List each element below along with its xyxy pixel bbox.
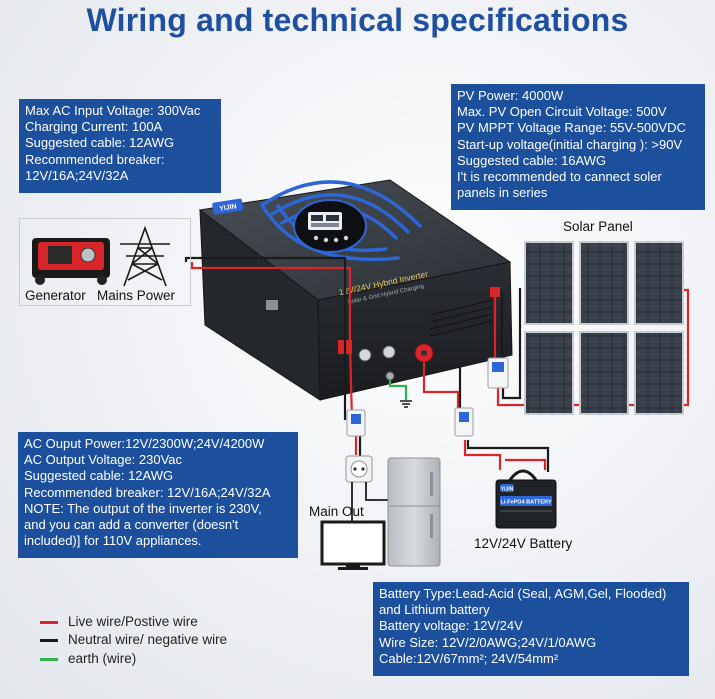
legend-earth: earth (wire) bbox=[40, 651, 136, 666]
ac-input-line: Recommended breaker: bbox=[25, 151, 165, 167]
ac-input-line: Suggested cable: 12AWG bbox=[25, 135, 175, 151]
pv-line: Suggested cable: 16AWG bbox=[457, 152, 607, 168]
ac-source-card bbox=[19, 218, 191, 306]
ac-output-line: NOTE: The output of the inverter is 230V… bbox=[24, 500, 262, 516]
ac-input-line: Max AC Input Voltage: 300Vac bbox=[25, 103, 201, 118]
breaker-ac-output bbox=[346, 409, 366, 437]
page-title: Wiring and technical specifications bbox=[86, 2, 629, 38]
generator-label: Generator bbox=[25, 288, 86, 303]
earth-wire-swatch bbox=[40, 657, 58, 661]
battery-brand: YIJIN bbox=[501, 487, 514, 493]
legend-neutral-label: Neutral wire/ negative wire bbox=[68, 632, 228, 647]
ac-output-spec-box: AC Ouput Power:12V/2300W;24V/4200W AC Ou… bbox=[18, 432, 298, 558]
battery-label-text: Li-FePO4 BATTERY bbox=[500, 500, 551, 506]
breaker-pv bbox=[487, 357, 509, 389]
hybrid-inverter: YIJIN 12V/24V Hybrid Inverter Solar & Gr… bbox=[198, 179, 513, 401]
ac-output-line: Recommended breaker: 12V/16A;24V/32A bbox=[24, 484, 271, 500]
ground-symbol bbox=[400, 400, 412, 408]
battery-line: Battery voltage: 12V/24V bbox=[379, 618, 523, 634]
pv-line: PV Power: 4000W bbox=[457, 88, 564, 103]
battery-line: and Lithium battery bbox=[379, 602, 490, 618]
refrigerator-icon bbox=[387, 457, 441, 567]
pv-line: Max. PV Open Circuit Voltage: 500V bbox=[457, 104, 667, 120]
legend-neutral: Neutral wire/ negative wire bbox=[40, 632, 227, 647]
mains-power-label: Mains Power bbox=[97, 288, 176, 303]
power-pylon-icon bbox=[120, 225, 170, 287]
pv-line: I't is recommended to cannect soler bbox=[457, 169, 662, 185]
battery-label: 12V/24V Battery bbox=[474, 536, 573, 551]
neutral-wire-swatch bbox=[40, 638, 58, 642]
legend-live-label: Live wire/Postive wire bbox=[68, 614, 198, 629]
main-out-label: Main Out bbox=[309, 504, 364, 519]
generator-icon bbox=[32, 238, 110, 285]
ac-input-line: Charging Current: 100A bbox=[25, 119, 163, 135]
legend-live: Live wire/Postive wire bbox=[40, 614, 198, 629]
live-wire-swatch bbox=[40, 620, 58, 624]
ac-output-line: AC Output Voltage: 230Vac bbox=[24, 452, 183, 468]
monitor-icon bbox=[320, 520, 386, 570]
battery-spec-box: Battery Type:Lead-Acid (Seal, AGM,Gel, F… bbox=[373, 582, 689, 676]
pv-spec-box: PV Power: 4000W Max. PV Open Circuit Vol… bbox=[451, 84, 705, 210]
ac-input-line: 12V/16A;24V/32A bbox=[25, 167, 129, 183]
ac-output-line: and you can add a converter (doesn't bbox=[24, 517, 239, 533]
breaker-battery bbox=[454, 407, 474, 437]
ac-output-line: Suggested cable: 12AWG bbox=[24, 468, 174, 484]
pv-line: panels in series bbox=[457, 185, 548, 201]
outlet-socket bbox=[345, 455, 373, 483]
pv-line: Start-up voltage(initial charging ): >90… bbox=[457, 136, 683, 152]
ac-output-line: AC Ouput Power:12V/2300W;24V/4200W bbox=[24, 436, 265, 451]
legend-earth-label: earth (wire) bbox=[68, 651, 137, 666]
ac-input-spec-box: Max AC Input Voltage: 300Vac Charging Cu… bbox=[19, 99, 221, 193]
battery-icon: YIJIN Li-FePO4 BATTERY bbox=[495, 469, 557, 529]
solar-panel-label: Solar Panel bbox=[563, 219, 633, 234]
pv-line: PV MPPT Voltage Range: 55V-500VDC bbox=[457, 120, 686, 136]
battery-line: Cable:12V/67mm²; 24V/54mm² bbox=[379, 650, 559, 666]
battery-line: Wire Size: 12V/2/0AWG;24V/1/0AWG bbox=[379, 634, 597, 650]
solar-panel-array bbox=[524, 241, 684, 415]
ac-output-line: included)] for 110V appliances. bbox=[24, 533, 202, 549]
battery-line: Battery Type:Lead-Acid (Seal, AGM,Gel, F… bbox=[379, 586, 667, 601]
inverter-brand: YIJIN bbox=[219, 203, 237, 213]
